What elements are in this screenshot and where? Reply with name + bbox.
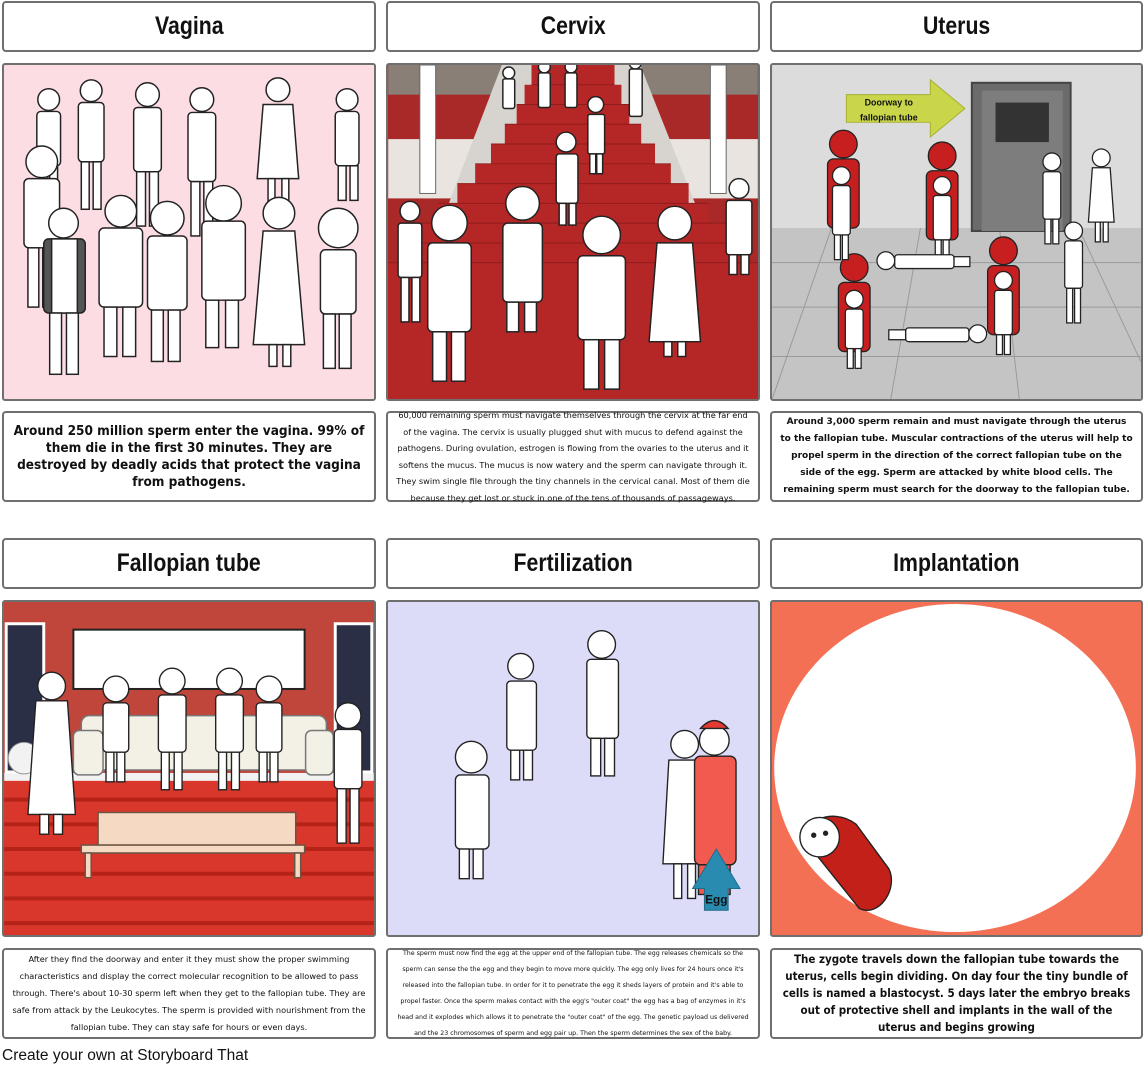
person-figure [27, 671, 77, 835]
person-figure [586, 629, 620, 777]
person-figure [98, 194, 144, 358]
footer-credit: Create your own at Storyboard That [2, 1047, 249, 1064]
person-figure [1087, 148, 1115, 243]
person-figure [932, 176, 952, 266]
scene-fertilization: Egg [386, 600, 760, 937]
person-figure [333, 702, 363, 844]
cervix-staircase-illustration [388, 65, 758, 399]
person-figure [214, 667, 245, 791]
door-sign-line-2: fallopian tube [860, 112, 918, 122]
fallen-person-figure [876, 251, 971, 271]
person-figure [256, 77, 300, 214]
person-figure [201, 184, 247, 349]
scene-cervix [386, 63, 760, 401]
sign-arrow-icon [845, 78, 966, 139]
coffee-table [80, 811, 306, 879]
person-figure [426, 204, 472, 382]
panel-caption-implantation: The zygote travels down the fallopian tu… [770, 948, 1143, 1039]
person-figure [831, 166, 851, 261]
person-figure [587, 95, 606, 175]
person-figure [454, 740, 490, 880]
panel-title-vagina: Vagina [2, 1, 376, 52]
person-figure [537, 65, 552, 109]
uterus-hallway-illustration: Doorway to fallopian tube [772, 65, 1141, 399]
embryo-figure [799, 815, 893, 911]
person-figure [42, 207, 86, 376]
panel-title-cervix: Cervix [386, 1, 760, 52]
person-figure [564, 65, 578, 109]
person-figure [252, 196, 306, 368]
person-figure [317, 207, 359, 370]
scene-implantation [770, 600, 1143, 937]
person-figure [502, 66, 516, 110]
scene-vagina [2, 63, 376, 401]
person-figure [648, 205, 702, 358]
person-figure [725, 177, 753, 276]
person-figure [577, 215, 627, 390]
vagina-crowd-illustration [23, 77, 360, 376]
person-figure [555, 131, 579, 226]
fallen-person-figure [888, 324, 988, 344]
person-figure [157, 667, 187, 791]
person-figure [132, 82, 163, 227]
panel-title-implantation: Implantation [770, 538, 1143, 589]
panel-caption-fallopian-tube: After they find the doorway and enter it… [2, 948, 376, 1039]
scene-uterus: Doorway to fallopian tube [770, 63, 1143, 401]
implantation-illustration [774, 603, 1136, 933]
panel-title-fertilization: Fertilization [386, 538, 760, 589]
person-figure [102, 675, 130, 783]
person-figure [1064, 221, 1084, 324]
person-figure [506, 652, 538, 781]
egg-arrow-icon [691, 848, 741, 911]
panel-caption-vagina: Around 250 million sperm enter the vagin… [2, 411, 376, 502]
panel-title-fallopian-tube: Fallopian tube [2, 538, 376, 589]
panel-caption-cervix: 60,000 remaining sperm must navigate the… [386, 410, 760, 503]
person-figure [255, 675, 283, 783]
panel-caption-fertilization: The sperm must now find the egg at the u… [386, 948, 760, 1039]
fertilization-illustration: Egg [454, 629, 741, 911]
scene-fallopian-tube [2, 600, 376, 937]
panel-caption-uterus: Around 3,000 sperm remain and must navig… [770, 411, 1143, 502]
egg-label: Egg [705, 892, 727, 906]
person-figure [844, 289, 864, 370]
person-figure [502, 185, 544, 333]
person-figure [77, 79, 105, 211]
person-figure [1042, 152, 1062, 245]
person-figure [146, 200, 188, 363]
door-sign-line-1: Doorway to [865, 98, 914, 108]
panel-title-uterus: Uterus [770, 1, 1143, 52]
person-figure [628, 65, 643, 118]
person-figure [397, 200, 423, 323]
person-figure [993, 270, 1013, 356]
person-figure [334, 87, 360, 202]
fallopian-livingroom-illustration [4, 602, 374, 935]
